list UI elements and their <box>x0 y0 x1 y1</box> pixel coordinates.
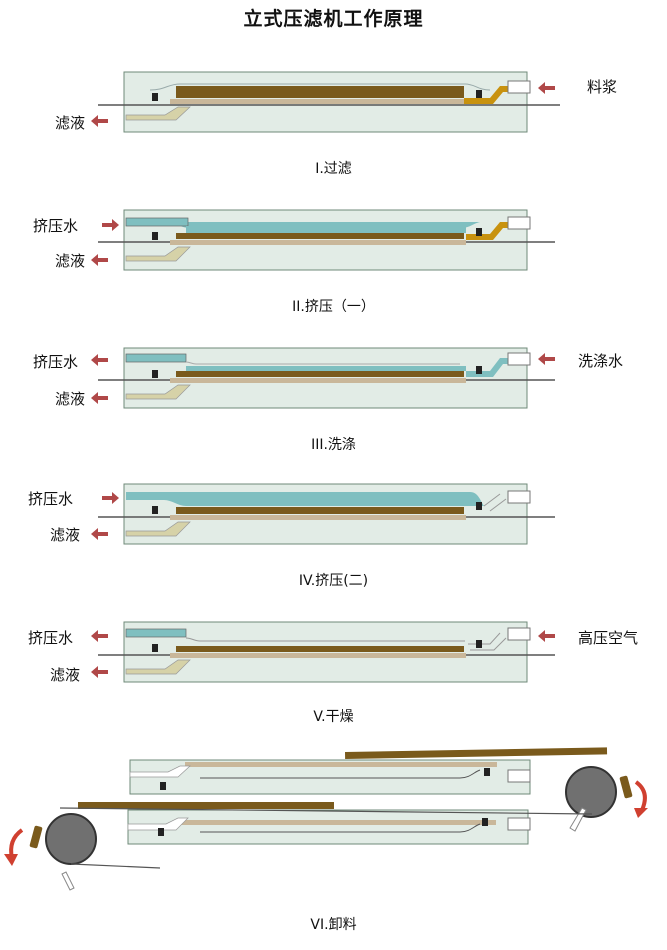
step-4-press <box>91 483 555 545</box>
filtrate-out-arrow <box>91 254 108 266</box>
squeeze-water-out-arrow <box>91 354 108 366</box>
step-4-panel: 挤压水 滤液 IV.挤压(二) <box>0 476 667 606</box>
step-6-panel: VI.卸料 <box>0 747 667 948</box>
discharge-arrow-left <box>4 854 18 866</box>
filtrate-out-arrow <box>91 528 108 540</box>
filtrate-out-arrow <box>91 666 108 678</box>
step-3-caption: III.洗涤 <box>311 437 356 453</box>
step-4-left-bottom: 滤液 <box>50 526 81 544</box>
step-5-caption: V.干燥 <box>313 709 354 725</box>
step-4-caption: IV.挤压(二) <box>298 573 369 589</box>
step-5-left-top: 挤压水 <box>28 629 74 647</box>
step-3-panel: 挤压水 滤液 洗涤水 III.洗涤 <box>0 338 667 468</box>
step-5-press <box>91 621 555 683</box>
wash-water-in-arrow <box>538 353 555 365</box>
air-in-arrow <box>538 630 555 642</box>
diagram-title: 立式压滤机工作原理 <box>243 8 424 30</box>
step-2-left-top: 挤压水 <box>33 217 79 235</box>
step-6-caption: VI.卸料 <box>310 917 357 933</box>
step-3-left-bottom: 滤液 <box>55 390 86 408</box>
step-2-panel: 挤压水 滤液 II.挤压（一） <box>0 200 667 330</box>
squeeze-water-in-arrow <box>102 492 119 504</box>
step-5-right: 高压空气 <box>578 629 639 647</box>
step-1-caption: I.过滤 <box>315 161 352 177</box>
filtrate-out-arrow <box>91 392 108 404</box>
step-1-press <box>91 71 560 133</box>
step-3-press <box>91 347 555 409</box>
step-1-left-bottom: 滤液 <box>55 114 86 132</box>
step-5-left-bottom: 滤液 <box>50 666 81 684</box>
step-2-caption: II.挤压（一） <box>292 299 375 315</box>
squeeze-water-in-arrow <box>102 219 119 231</box>
squeeze-water-out-arrow <box>91 630 108 642</box>
step-3-left-top: 挤压水 <box>33 353 79 371</box>
step-1-panel: 滤液 料浆 I.过滤 <box>0 62 667 192</box>
step-5-panel: 挤压水 滤液 高压空气 V.干燥 <box>0 614 667 744</box>
discharge-arrow-right <box>634 808 648 818</box>
step-2-press <box>91 209 555 271</box>
step-2-left-bottom: 滤液 <box>55 252 86 270</box>
step-3-right: 洗涤水 <box>578 352 624 370</box>
step-4-left-top: 挤压水 <box>28 490 74 508</box>
step-1-right: 料浆 <box>587 78 618 96</box>
filtrate-out-arrow <box>91 115 108 127</box>
step-6-discharge <box>4 747 648 891</box>
slurry-in-arrow <box>538 82 555 94</box>
